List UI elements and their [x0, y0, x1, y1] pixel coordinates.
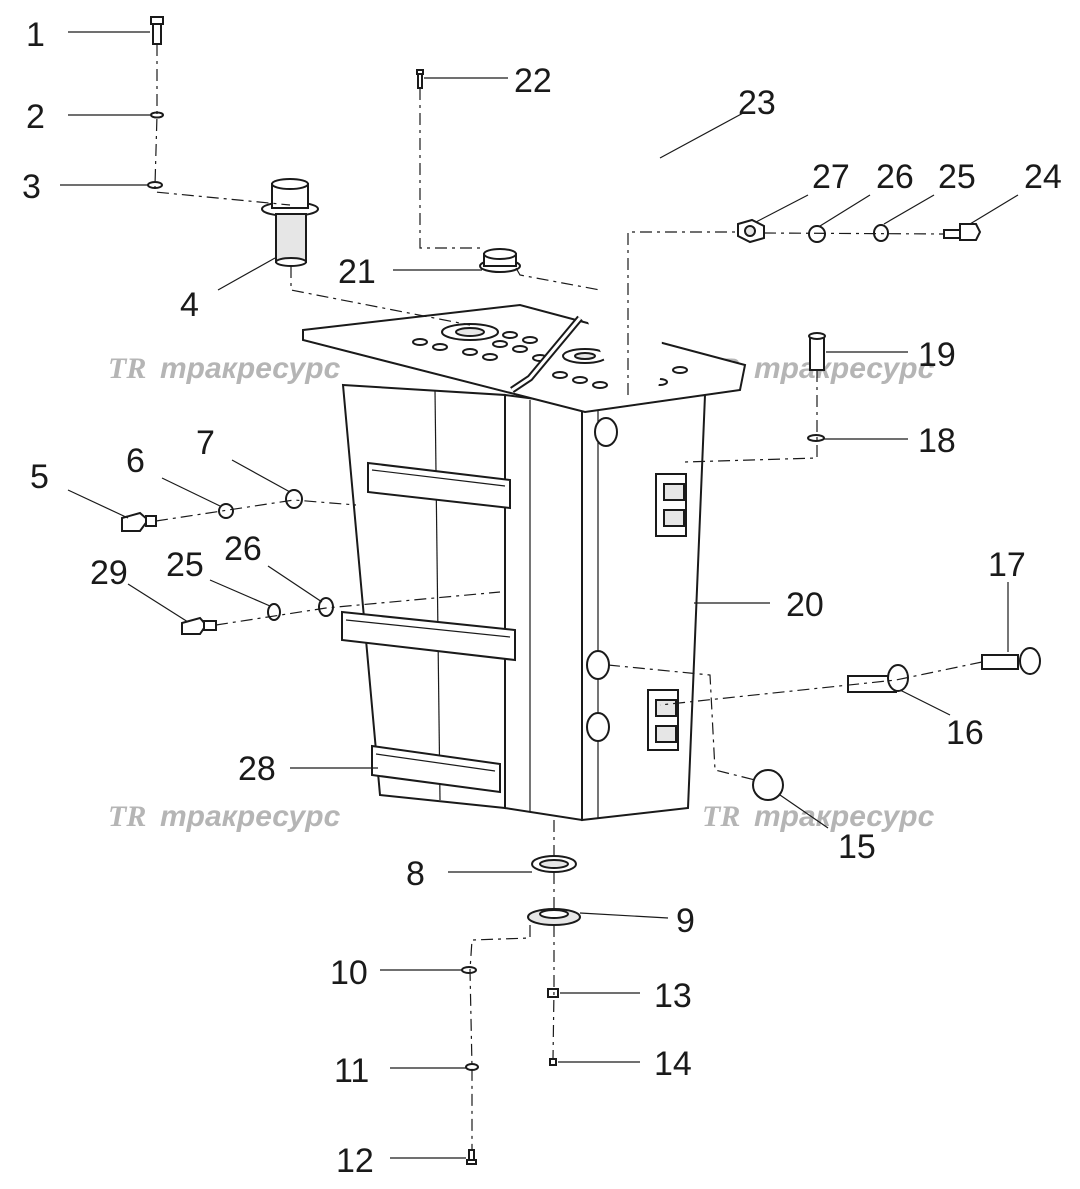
watermark-top-left: TR тракресурс	[108, 352, 341, 385]
watermark-text: тракресурс	[160, 800, 341, 833]
callout-29: 29	[90, 554, 128, 592]
callout-labels: 1 2 3 4 5 6 7 8 9 10 11 12 13 14 15 16 1…	[22, 16, 1062, 1180]
part-18-washer	[807, 434, 825, 442]
watermark-text: тракресурс	[754, 800, 935, 833]
callout-5: 5	[30, 458, 49, 496]
part-14-cap	[549, 1058, 557, 1066]
callout-21: 21	[338, 253, 376, 291]
callout-23: 23	[738, 84, 776, 122]
callout-7: 7	[196, 424, 215, 462]
callout-19: 19	[918, 336, 956, 374]
part-9-flange	[527, 908, 581, 926]
callout-25: 25	[938, 158, 976, 196]
callout-25-lower: 25	[166, 546, 204, 584]
callout-8: 8	[406, 855, 425, 893]
callout-10: 10	[330, 954, 368, 992]
watermark-logo: TR	[108, 352, 146, 385]
callout-17: 17	[988, 546, 1026, 584]
leader-lines	[60, 31, 1019, 1159]
step-middle	[341, 610, 516, 662]
part-16-bushing	[847, 664, 909, 693]
callout-16: 16	[946, 714, 984, 752]
callout-6: 6	[126, 442, 145, 480]
part-17-pin	[981, 647, 1041, 675]
part-29-bolt	[181, 616, 217, 635]
callout-11: 11	[334, 1052, 369, 1090]
assembly-lines	[154, 44, 983, 1150]
part-1-bolt	[150, 16, 164, 45]
part-21-cap	[479, 248, 521, 273]
part-19-pin	[808, 332, 826, 371]
callout-22: 22	[514, 62, 552, 100]
callout-3: 3	[22, 168, 41, 206]
part-26-washer	[808, 225, 826, 243]
part-27-nut	[737, 218, 765, 244]
callout-9: 9	[676, 902, 695, 940]
watermark-bottom-right: TR тракресурс	[702, 800, 935, 833]
callout-26: 26	[876, 158, 914, 196]
watermark-text: тракресурс	[160, 352, 341, 385]
callout-15: 15	[838, 828, 876, 866]
callout-18: 18	[918, 422, 956, 460]
callout-14: 14	[654, 1045, 692, 1083]
watermark-text: тракресурс	[754, 352, 935, 385]
part-13-nut	[547, 988, 559, 998]
callout-13: 13	[654, 977, 692, 1015]
callout-27: 27	[812, 158, 850, 196]
watermark-top-right: TR тракресурс	[702, 352, 935, 385]
watermark-logo: TR	[108, 800, 146, 833]
part-25-washer	[873, 224, 889, 242]
part-22-screw	[416, 69, 424, 89]
callout-26-lower: 26	[224, 530, 262, 568]
watermark-bottom-left: TR тракресурс	[108, 800, 341, 833]
part-5-bolt	[121, 511, 157, 532]
callout-4: 4	[180, 286, 199, 324]
part-6-washer	[218, 503, 234, 519]
callout-28: 28	[238, 750, 276, 788]
filler-filter	[261, 178, 319, 267]
watermark-logo: TR	[702, 800, 740, 833]
part-7-washer	[285, 489, 303, 509]
step-upper	[367, 461, 511, 510]
callout-1: 1	[26, 16, 45, 54]
step-lower	[371, 744, 501, 794]
callout-2: 2	[26, 98, 45, 136]
handle	[510, 60, 667, 404]
part-12-screw	[466, 1149, 477, 1165]
callout-20: 20	[786, 586, 824, 624]
part-10-washer	[461, 966, 477, 974]
part-15-plug	[752, 769, 784, 801]
part-8-ring	[531, 855, 577, 873]
callout-24: 24	[1024, 158, 1062, 196]
callout-12: 12	[336, 1142, 374, 1180]
part-24-bolt	[943, 223, 982, 241]
